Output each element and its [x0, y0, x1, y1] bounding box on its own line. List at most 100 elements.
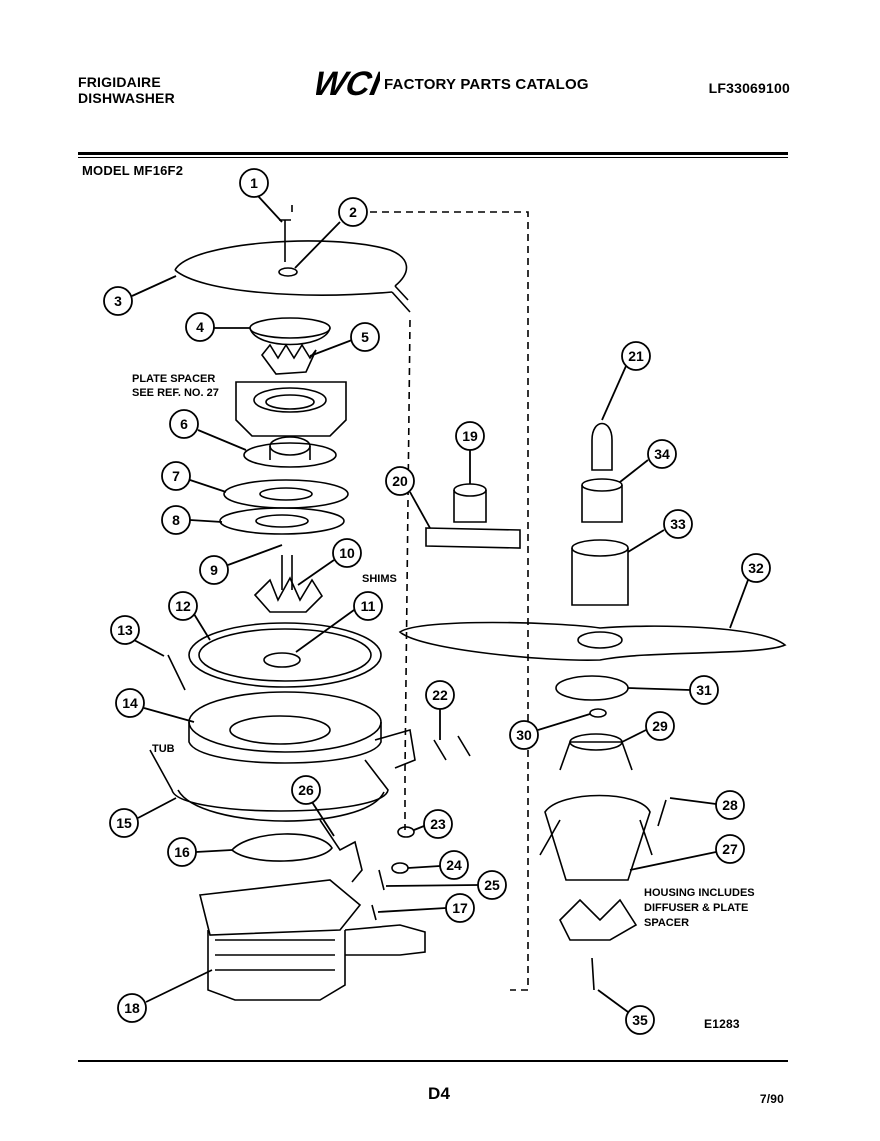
callout-16: 16	[167, 837, 233, 867]
callout-2: 2	[294, 197, 368, 269]
svg-text:1: 1	[250, 175, 258, 191]
svg-text:19: 19	[462, 428, 478, 444]
cap-top	[249, 317, 331, 339]
note-plate-spacer-2: SEE REF. NO. 27	[132, 387, 219, 399]
gasket-upper	[223, 479, 349, 509]
date-code: 7/90	[759, 1092, 784, 1106]
callout-13: 13	[110, 615, 165, 657]
svg-text:4: 4	[196, 319, 204, 335]
callout-6: 6	[169, 409, 247, 451]
brand-name: FRIGIDAIRE	[78, 74, 161, 90]
sump-housing	[188, 691, 382, 753]
svg-text:20: 20	[392, 473, 408, 489]
drawing-code: E1283	[704, 1017, 740, 1031]
svg-text:5: 5	[361, 329, 369, 345]
tube-34	[581, 478, 623, 492]
note-housing-2: DIFFUSER & PLATE	[644, 902, 748, 914]
gasket-lower	[219, 507, 345, 535]
motor-plate	[230, 833, 333, 862]
note-housing-3: SPACER	[644, 917, 689, 929]
sump-ring	[188, 622, 382, 688]
nut-23	[397, 826, 415, 838]
callout-23: 23	[413, 809, 453, 839]
svg-text:11: 11	[361, 598, 376, 614]
screw-13	[167, 654, 186, 691]
callout-32: 32	[729, 553, 771, 629]
svg-text:32: 32	[748, 560, 764, 576]
brand-block: FRIGIDAIRE DISHWASHER	[78, 74, 175, 106]
motor-wires	[344, 924, 426, 956]
callout-30: 30	[509, 713, 591, 750]
screw-35	[591, 957, 595, 991]
housing-27	[544, 794, 651, 881]
callout-5: 5	[309, 322, 380, 357]
callout-10: 10	[297, 538, 362, 586]
svg-text:27: 27	[722, 841, 738, 857]
washer	[278, 267, 298, 277]
note-shims: SHIMS	[362, 573, 397, 585]
svg-text:7: 7	[172, 468, 180, 484]
callout-20: 20	[385, 466, 431, 529]
svg-text:13: 13	[117, 622, 133, 638]
grommet-24	[391, 862, 409, 874]
bearing	[243, 442, 337, 468]
svg-text:15: 15	[116, 815, 132, 831]
diffuser	[559, 898, 638, 941]
callout-33: 33	[627, 509, 693, 553]
tub-bottom	[149, 749, 389, 812]
dashed-assembly-line-right	[291, 205, 529, 991]
wire-harness	[174, 240, 408, 296]
svg-text:24: 24	[446, 857, 462, 873]
svg-text:3: 3	[114, 293, 122, 309]
callout-9: 9	[199, 544, 283, 585]
callout-35: 35	[597, 989, 655, 1035]
callout-3: 3	[103, 275, 177, 316]
screw-25	[378, 869, 385, 891]
svg-text:23: 23	[430, 816, 446, 832]
svg-text:18: 18	[124, 1000, 140, 1016]
support-19	[453, 483, 487, 497]
nut-30	[589, 708, 607, 718]
svg-text:12: 12	[175, 598, 191, 614]
svg-text:16: 16	[174, 844, 190, 860]
callout-21: 21	[601, 341, 651, 421]
callout-29: 29	[621, 711, 675, 743]
svg-text:2: 2	[349, 204, 357, 220]
filter-33	[571, 539, 629, 557]
svg-text:14: 14	[122, 695, 138, 711]
svg-text:22: 22	[432, 687, 448, 703]
bracket-20	[425, 527, 521, 549]
callout-34: 34	[619, 439, 677, 483]
note-plate-spacer-1: PLATE SPACER	[132, 373, 215, 385]
svg-text:31: 31	[696, 682, 712, 698]
callout-18: 18	[117, 969, 213, 1023]
chopper-gear	[260, 343, 317, 375]
spring-22	[433, 735, 471, 761]
svg-text:30: 30	[516, 727, 532, 743]
svg-text:9: 9	[210, 562, 218, 578]
header-rule-thin	[78, 157, 788, 158]
callout-11: 11	[295, 591, 383, 653]
motor-bracket	[199, 879, 362, 936]
svg-text:6: 6	[180, 416, 188, 432]
svg-text:26: 26	[298, 782, 314, 798]
svg-text:8: 8	[172, 512, 180, 528]
svg-text:33: 33	[670, 516, 686, 532]
header-rule-thick	[78, 152, 788, 155]
callout-22: 22	[425, 680, 455, 740]
callout-14: 14	[115, 688, 195, 723]
model-label: MODEL MF16F2	[82, 163, 184, 178]
wci-logo-text: WCI	[316, 66, 380, 100]
clip-26	[319, 819, 363, 883]
svg-text:21: 21	[628, 348, 644, 364]
callout-7: 7	[161, 461, 227, 493]
impeller	[253, 576, 324, 613]
catalog-number: LF33069100	[708, 80, 790, 96]
callout-19: 19	[455, 421, 485, 484]
ring-31	[555, 675, 629, 701]
callout-12: 12	[168, 591, 211, 641]
callout-27: 27	[629, 834, 745, 871]
callout-4: 4	[185, 312, 250, 342]
svg-text:35: 35	[632, 1012, 648, 1028]
